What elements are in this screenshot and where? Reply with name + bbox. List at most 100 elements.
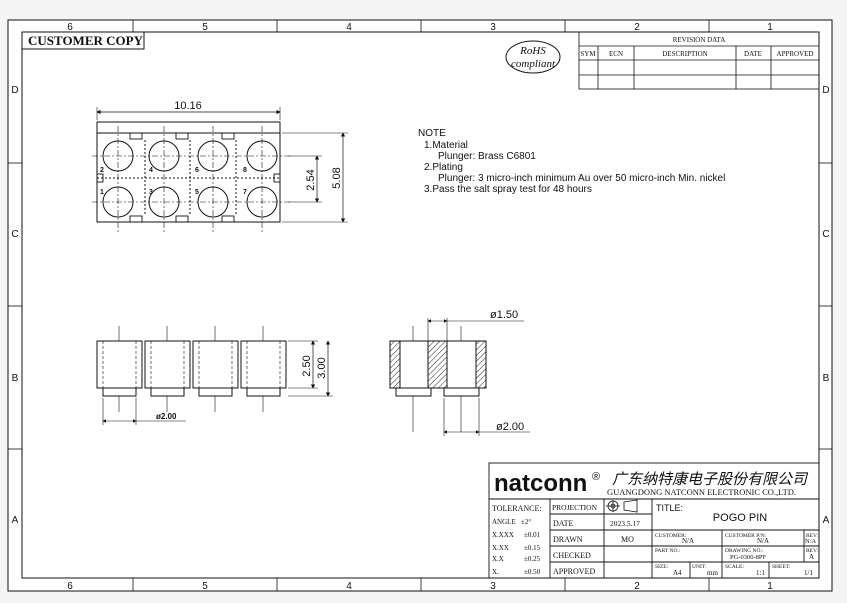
rohs-line2: compliant xyxy=(511,58,556,70)
zone-bottom-3: 3 xyxy=(490,581,496,592)
customer-label: CUSTOMER: xyxy=(655,533,687,539)
scale-label: SCALE: xyxy=(725,564,744,570)
zone-right-D: D xyxy=(822,85,829,96)
dim-width-top: 10.16 xyxy=(174,100,202,112)
pin-label-2: 2 xyxy=(100,167,104,174)
tol-xx-val: ±0.25 xyxy=(524,555,541,563)
customer-copy-box xyxy=(21,31,145,50)
customer-pn-value: N/A xyxy=(757,537,769,545)
pin-label-6: 6 xyxy=(195,167,199,174)
tol-angle-val: ±2° xyxy=(521,518,531,526)
brand-reg: ® xyxy=(592,471,600,483)
tol-xxx-key: X.XX xyxy=(492,544,509,552)
dim-side-top-dia: ø1.50 xyxy=(490,309,518,321)
company-en: GUANGDONG NATCONN ELECTRONIC CO.,LTD. xyxy=(607,487,796,497)
sheet-value: 1/1 xyxy=(804,569,813,577)
part-no-label: PART NO.: xyxy=(655,548,681,554)
drawn-label: DRAWN xyxy=(553,535,583,544)
checked-label: CHECKED xyxy=(553,551,591,560)
dim-side-bottom-dia: ø2.00 xyxy=(496,421,524,433)
brand-logo: natconn xyxy=(494,470,587,497)
zone-left-C: C xyxy=(11,229,18,240)
zone-top-4: 4 xyxy=(346,22,352,33)
rev-label-2: REV: xyxy=(806,548,819,554)
tol-xxxx-val: ±0.01 xyxy=(524,531,541,539)
zone-left-A: A xyxy=(12,515,19,526)
revision-table xyxy=(578,31,820,90)
pin-label-4: 4 xyxy=(149,167,153,174)
projection-label: PROJECTION xyxy=(552,503,598,512)
pin-label-7: 7 xyxy=(243,189,247,196)
dim-pitch-v: 2.54 xyxy=(305,169,317,190)
dim-front-h2: 3.00 xyxy=(316,357,328,378)
note-title: NOTE xyxy=(418,128,446,139)
company-cn: 广东纳特康电子股份有限公司 xyxy=(612,471,809,488)
revision-header-sym: SYM xyxy=(580,50,596,58)
size-value: A4 xyxy=(673,569,682,577)
side-view xyxy=(389,318,530,436)
projection-symbol-icon xyxy=(606,499,638,513)
rev-label-1: REV: xyxy=(806,533,819,539)
inner-border xyxy=(21,31,820,579)
rohs-line1: RoHS xyxy=(519,45,546,57)
revision-header-approved: APPROVED xyxy=(777,50,814,58)
zone-dividers xyxy=(8,20,832,591)
tol-angle-key: ANGLE xyxy=(492,518,516,526)
unit-label: UNIT: xyxy=(692,564,707,570)
front-view xyxy=(96,326,333,425)
tol-xxx-val: ±0.15 xyxy=(524,544,541,552)
note-line-4: Plunger: 3 micro-inch minimum Au over 50… xyxy=(438,173,725,184)
note-line-2: Plunger: Brass C6801 xyxy=(438,151,536,162)
drawn-value: MO xyxy=(621,535,634,544)
zone-bottom-2: 2 xyxy=(634,581,640,592)
zone-right-A: A xyxy=(823,515,830,526)
rohs-badge xyxy=(505,40,561,74)
revision-header-date: DATE xyxy=(744,50,762,58)
title-block xyxy=(488,462,820,579)
revision-title: REVISION DATA xyxy=(673,36,726,44)
dim-height-top: 5.08 xyxy=(331,167,343,188)
pin-label-8: 8 xyxy=(243,167,247,174)
top-view xyxy=(92,107,348,232)
revision-header-description: DESCRIPTION xyxy=(662,50,708,58)
pin-label-5: 5 xyxy=(195,189,199,196)
zone-left-D: D xyxy=(11,85,18,96)
note-line-3: 2.Plating xyxy=(424,162,463,173)
zone-bottom-1: 1 xyxy=(767,581,773,592)
customer-copy-label: CUSTOMER COPY xyxy=(28,33,144,48)
outer-border xyxy=(7,19,833,592)
title-value: POGO PIN xyxy=(713,512,767,524)
customer-value: N/A xyxy=(682,537,694,545)
note-line-1: 1.Material xyxy=(424,140,468,151)
zone-bottom-4: 4 xyxy=(346,581,352,592)
size-label: SIZE: xyxy=(655,564,669,570)
title-label: TITLE: xyxy=(656,503,683,513)
tol-xxxx-key: X.XXX xyxy=(492,531,514,539)
pin-label-1: 1 xyxy=(100,189,104,196)
zone-left-B: B xyxy=(12,373,19,384)
revision-header-ecn: ECN xyxy=(609,50,623,58)
zone-bottom-5: 5 xyxy=(202,581,208,592)
drawing-no-value: PG-0300-8PF xyxy=(730,554,767,561)
zone-top-1: 1 xyxy=(767,22,773,33)
date-label: DATE xyxy=(553,519,574,528)
zone-top-3: 3 xyxy=(490,22,496,33)
tol-x-val: ±0.50 xyxy=(524,568,541,576)
scale-value: 1:1 xyxy=(756,569,765,577)
pin-label-3: 3 xyxy=(149,189,153,196)
date-value: 2023.5.17 xyxy=(610,519,640,528)
customer-pn-label: CUSTOMER P/N: xyxy=(725,533,767,539)
unit-value: mm xyxy=(707,569,718,577)
rev-value-1: N/A xyxy=(805,538,817,545)
zone-right-C: C xyxy=(822,229,829,240)
zone-right-B: B xyxy=(823,373,830,384)
drawing-no-label: DRAWING NO.: xyxy=(725,548,764,554)
rev-value-2: A xyxy=(809,553,814,561)
sheet-label: SHEET: xyxy=(772,564,791,570)
notes-block: NOTE 1.Material Plunger: Brass C6801 2.P… xyxy=(418,128,725,195)
dim-front-dia: ø2.00 xyxy=(156,412,177,421)
dim-front-h1: 2.50 xyxy=(301,355,313,376)
approved-label: APPROVED xyxy=(553,567,595,576)
tol-x-key: X. xyxy=(492,568,499,576)
